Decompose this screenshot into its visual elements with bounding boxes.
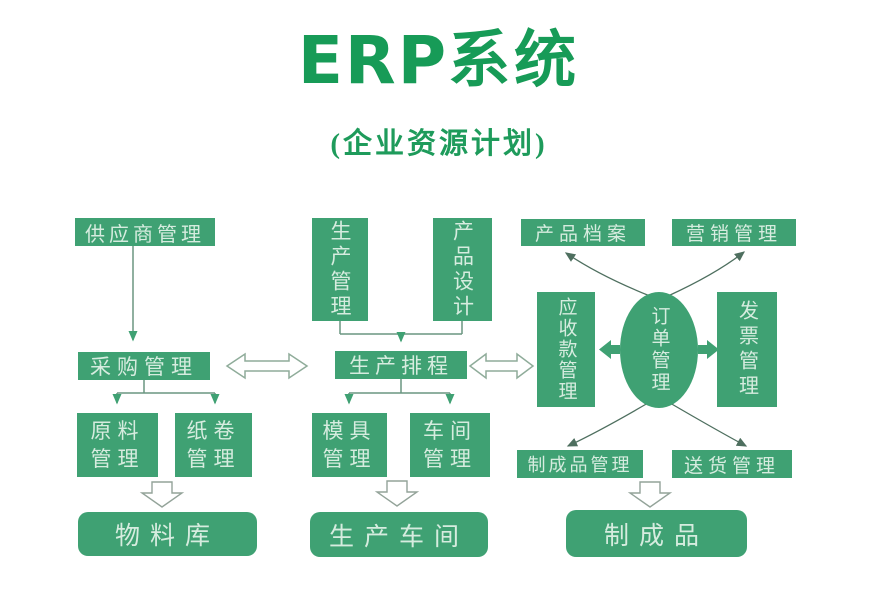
curve-order-to-delivery — [669, 402, 748, 447]
node-label: 应收款管理 — [555, 297, 577, 402]
node-invoice-mgmt: 发票管理 — [717, 292, 777, 407]
double-arrow-purchasing-scheduling — [225, 352, 309, 380]
node-product-archive: 产品档案 — [521, 219, 645, 246]
node-marketing-mgmt: 营销管理 — [672, 219, 796, 246]
node-label: 送货管理 — [683, 455, 780, 477]
node-label-line2: 管理 — [322, 447, 377, 471]
title-cn: 系统 — [448, 27, 581, 95]
node-purchasing-mgmt: 采购管理 — [78, 352, 210, 380]
node-supplier-mgmt: 供应商管理 — [75, 218, 215, 246]
node-finished-goods: 制成品 — [566, 510, 747, 557]
node-label: 营销管理 — [685, 224, 782, 245]
node-label: 订单管理 — [648, 306, 670, 394]
block-arrow-to-production-workshop — [374, 480, 420, 507]
node-material-warehouse: 物料库 — [78, 512, 257, 556]
page-title: ERP系统 — [0, 28, 878, 94]
node-label: 物料库 — [114, 523, 220, 550]
node-label: 生产排程 — [349, 354, 453, 378]
node-label: 产品设计 — [450, 219, 475, 320]
page-subtitle: (企业资源计划) — [330, 128, 548, 160]
arrow-order-to-receivables — [599, 340, 620, 359]
node-label: 生产管理 — [328, 219, 352, 320]
node-product-design: 产品设计 — [433, 218, 492, 321]
node-workshop-mgmt: 车间 管理 — [410, 413, 490, 477]
node-label-line2: 管理 — [423, 447, 477, 471]
node-label-line1: 模具 — [322, 418, 377, 443]
node-production-mgmt: 生产管理 — [312, 218, 368, 321]
block-arrow-to-finished-goods — [627, 481, 673, 508]
node-label: 制成品 — [603, 522, 709, 550]
node-label-line1: 纸卷 — [186, 418, 241, 443]
node-label: 制成品管理 — [527, 455, 633, 475]
node-label: 供应商管理 — [85, 223, 205, 246]
node-production-workshop: 生产车间 — [310, 512, 488, 557]
node-delivery-mgmt: 送货管理 — [672, 450, 792, 478]
node-label-line1: 车间 — [423, 418, 477, 443]
node-paper-roll-mgmt: 纸卷 管理 — [175, 413, 252, 477]
double-arrow-scheduling-receivables — [468, 352, 535, 380]
node-label: 采购管理 — [90, 355, 198, 379]
node-label: 发票管理 — [735, 299, 758, 400]
node-label-line1: 原料 — [90, 418, 145, 443]
title-erp: ERP — [297, 22, 449, 99]
bracket-scheduling-split — [349, 379, 450, 394]
node-finished-goods-mgmt: 制成品管理 — [517, 450, 643, 478]
curve-order-to-finished-goods-mgmt — [566, 402, 649, 447]
curve-order-to-marketing — [667, 251, 746, 297]
curve-order-to-product-archive — [564, 252, 651, 297]
node-label: 产品档案 — [534, 224, 631, 245]
node-label: 生产车间 — [328, 523, 469, 551]
node-receivables-mgmt: 应收款管理 — [537, 292, 595, 407]
node-order-mgmt: 订单管理 — [620, 292, 698, 408]
arrow-order-to-invoice — [698, 340, 719, 359]
bracket-purchasing-split — [117, 380, 215, 394]
node-production-scheduling: 生产排程 — [335, 351, 467, 379]
node-label-line2: 管理 — [186, 447, 241, 471]
block-arrow-to-material-warehouse — [139, 481, 185, 508]
node-raw-material-mgmt: 原料 管理 — [77, 413, 158, 477]
bracket-production-merge — [339, 321, 463, 335]
node-label-line2: 管理 — [90, 447, 145, 471]
node-mold-mgmt: 模具 管理 — [312, 413, 387, 477]
